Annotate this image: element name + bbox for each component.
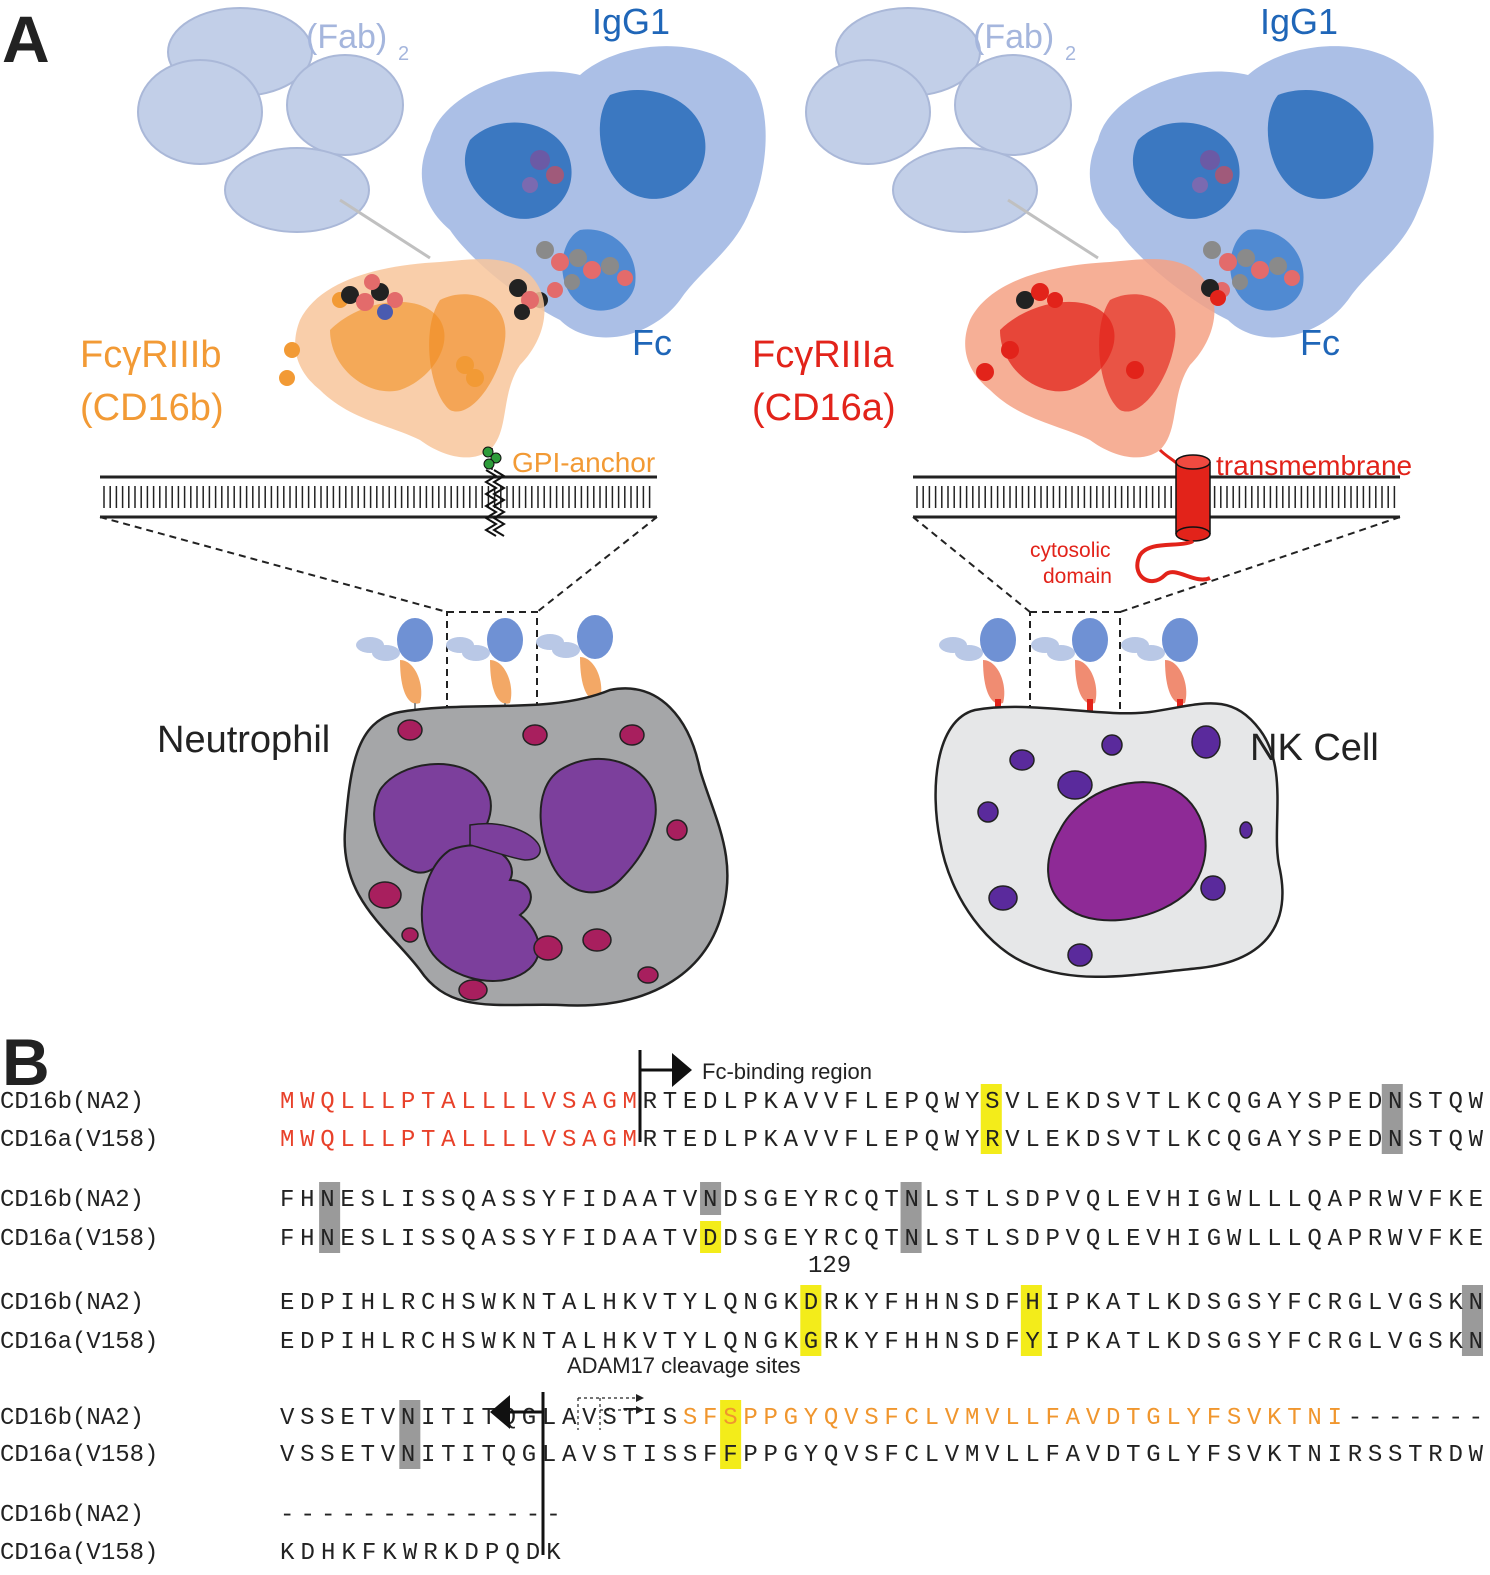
residue-highlight xyxy=(1020,1285,1042,1356)
left-membrane xyxy=(100,475,657,519)
highlight-boxes xyxy=(319,1084,1483,1469)
right-receptor-name: FcγRIIIa xyxy=(752,334,894,376)
cytosolic-label-line1: cytosolic xyxy=(1030,539,1111,562)
sequence-name: CD16a(V158) xyxy=(0,1540,158,1567)
neutrophil-cell xyxy=(343,687,729,1007)
sequence-name: CD16a(V158) xyxy=(0,1329,158,1356)
transmembrane-label: transmembrane xyxy=(1216,450,1412,481)
residue-highlight xyxy=(800,1285,822,1356)
sequence-row: EDPIHLRCHSWKNTALHKVTYLQNGKDRKYFHHNSDFHIP… xyxy=(280,1290,1483,1317)
right-mini-receptors xyxy=(939,618,1198,715)
left-fab-label: (Fab) xyxy=(306,18,387,56)
adam17-marker xyxy=(490,1392,644,1555)
panel-b-letter: B xyxy=(2,1025,50,1099)
sequence-row: KDHKFKWRKDPQDK xyxy=(280,1540,561,1567)
right-fab-label: (Fab) xyxy=(973,18,1054,56)
right-igg-label: IgG1 xyxy=(1260,1,1338,42)
cytosolic-label-line2: domain xyxy=(1043,565,1112,588)
sequence-name: CD16a(V158) xyxy=(0,1226,158,1253)
adam17-label: ADAM17 cleavage sites xyxy=(567,1353,801,1378)
position-129-label: 129 xyxy=(808,1253,851,1280)
nk-cell-label: NK Cell xyxy=(1250,727,1379,769)
right-receptor-cd: (CD16a) xyxy=(752,387,896,429)
residue-highlight xyxy=(900,1182,922,1253)
residue-highlight xyxy=(319,1182,341,1253)
left-receptor-cd: (CD16b) xyxy=(80,387,224,429)
sequence-row: FHNESLISSQASSYFIDAATVDDSGEYRCQTNLSTLSDPV… xyxy=(280,1226,1483,1253)
sequence-name: CD16a(V158) xyxy=(0,1127,158,1154)
right-receptor-complex: (Fab) 2 IgG1 Fc xyxy=(752,1,1434,979)
sequence-row: VSSETVNITITQGLAVSTISSFFPPGYQVSFCLVMVLLFA… xyxy=(280,1442,1484,1469)
left-cd16b-structure xyxy=(279,259,545,458)
residue-highlight xyxy=(700,1182,722,1215)
sequence-row: VSSETVNITITQGLAVSTISSFSPPGYQVSFCLVMVLLFA… xyxy=(280,1405,1483,1432)
sequence-name: CD16b(NA2) xyxy=(0,1089,144,1116)
nk-cell xyxy=(934,702,1284,979)
panel-a-letter: A xyxy=(2,2,50,76)
right-fab-subscript: 2 xyxy=(1065,43,1076,65)
residue-highlight xyxy=(399,1400,421,1469)
right-membrane xyxy=(913,475,1400,519)
sequence-row: EDPIHLRCHSWKNTALHKVTYLQNGKGRKYFHHNSDFYIP… xyxy=(280,1329,1483,1356)
residue-highlight xyxy=(720,1400,742,1469)
gpi-anchor-label: GPI-anchor xyxy=(512,447,655,478)
transmembrane-cylinder-icon xyxy=(1135,454,1211,583)
sequence-name: CD16b(NA2) xyxy=(0,1290,144,1317)
sequence-row: FHNESLISSQASSYFIDAATVNDSGEYRCQTNLSTLSDPV… xyxy=(280,1187,1483,1214)
residue-highlight xyxy=(1461,1285,1483,1356)
residue-highlight xyxy=(980,1084,1002,1154)
sequence-name: CD16b(NA2) xyxy=(0,1187,144,1214)
neutrophil-label: Neutrophil xyxy=(157,719,330,761)
gpi-anchor-icon xyxy=(482,446,506,537)
left-fab-subscript: 2 xyxy=(398,43,409,65)
left-receptor-complex: (Fab) 2 IgG1 Fc xyxy=(80,1,766,1007)
fc-binding-label: Fc-binding region xyxy=(702,1059,872,1084)
arrow-left-icon xyxy=(490,1395,510,1429)
sequence-name: CD16a(V158) xyxy=(0,1442,158,1469)
fc-binding-marker xyxy=(638,1050,692,1142)
sequence-row: -------------- xyxy=(280,1502,561,1529)
left-receptor-name: FcγRIIIb xyxy=(80,334,221,376)
left-zoom-lines xyxy=(99,516,658,717)
residue-highlight xyxy=(1381,1084,1403,1154)
sequence-name: CD16b(NA2) xyxy=(0,1502,144,1529)
right-zoom-lines xyxy=(912,516,1401,717)
left-igg-label: IgG1 xyxy=(592,1,670,42)
residue-highlight xyxy=(700,1221,722,1253)
right-cd16a-structure xyxy=(965,259,1226,473)
left-mini-receptors xyxy=(356,615,613,715)
left-fab-ellipses xyxy=(137,7,431,260)
right-fab-ellipses xyxy=(805,7,1099,260)
right-fc-label: Fc xyxy=(1300,322,1340,363)
arrow-right-icon xyxy=(672,1053,692,1087)
left-fc-label: Fc xyxy=(632,322,672,363)
right-igg-fc-structure xyxy=(1089,46,1434,338)
sequence-name: CD16b(NA2) xyxy=(0,1405,144,1432)
